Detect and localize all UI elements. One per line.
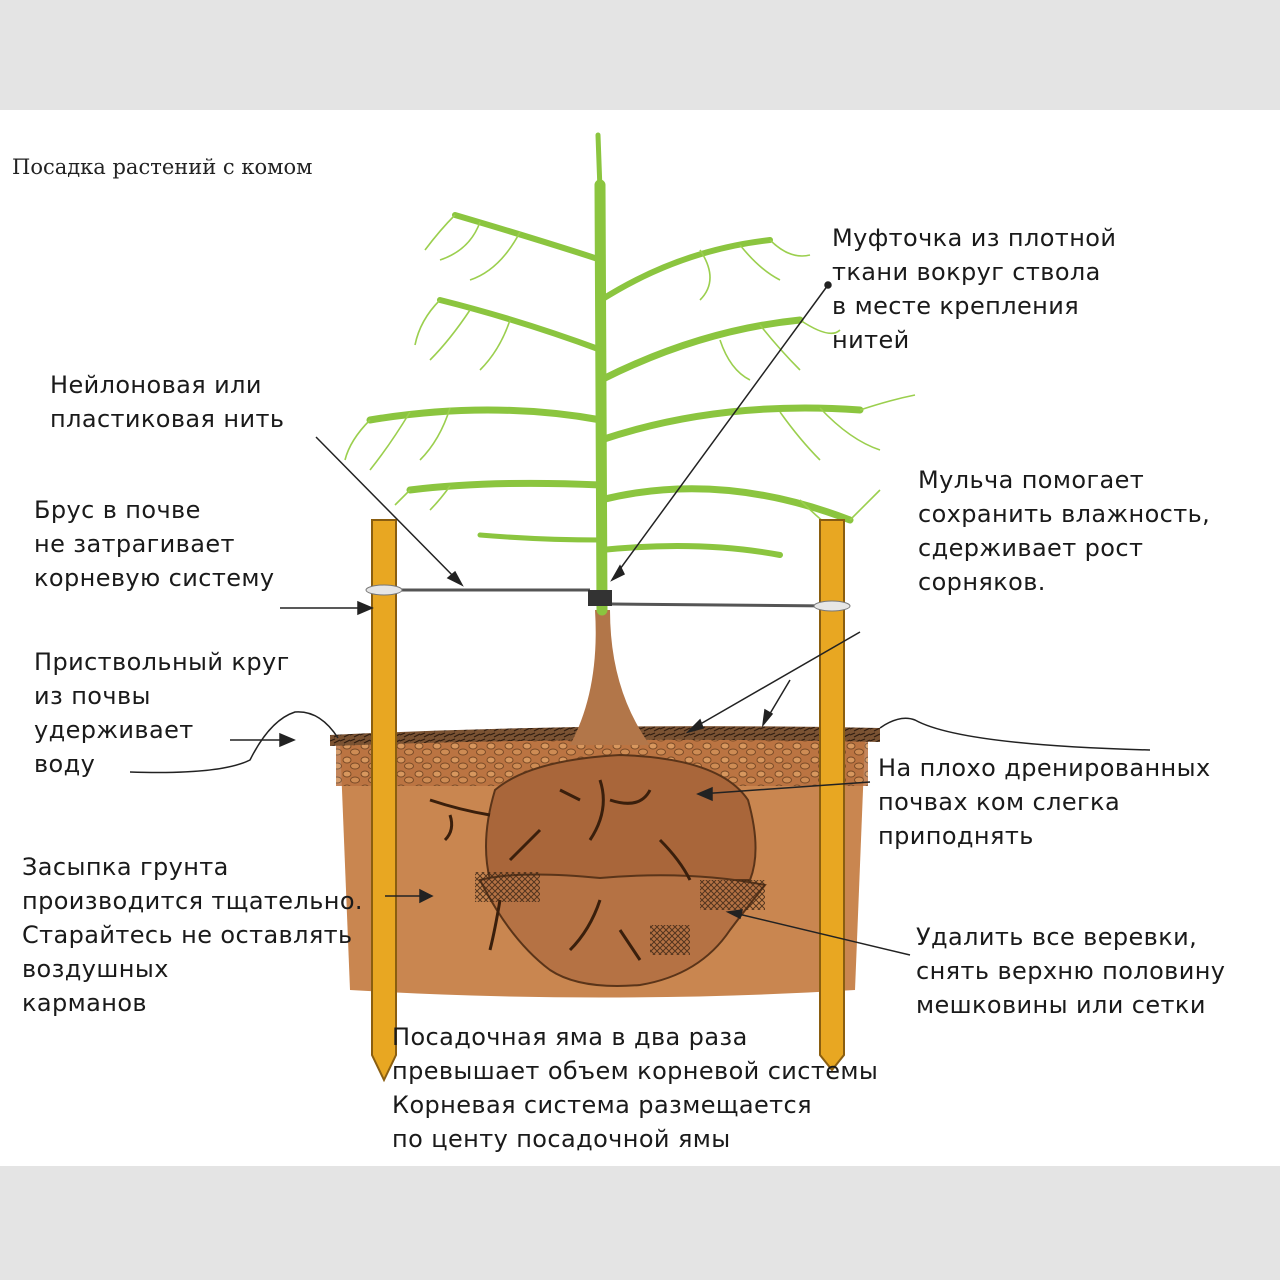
stake-right (819, 519, 845, 1072)
nylon-ties (365, 584, 851, 612)
tree-crown (366, 132, 864, 616)
leader-lines (129, 281, 1151, 956)
page-title: Посадка растений с комом (12, 155, 313, 179)
tree-twigs (344, 214, 916, 536)
sleeve-wrap (588, 590, 612, 606)
burlap-mesh (650, 925, 690, 955)
burlap-mesh (475, 872, 540, 902)
trunk-base (570, 610, 650, 745)
roots (488, 779, 692, 961)
stake-left (371, 519, 397, 1083)
burlap-mesh (700, 880, 765, 910)
root-ball (429, 753, 767, 987)
label-remove-burlap: Удалить все веревки,снять верхню половин… (916, 923, 1226, 1019)
roots (429, 798, 491, 842)
